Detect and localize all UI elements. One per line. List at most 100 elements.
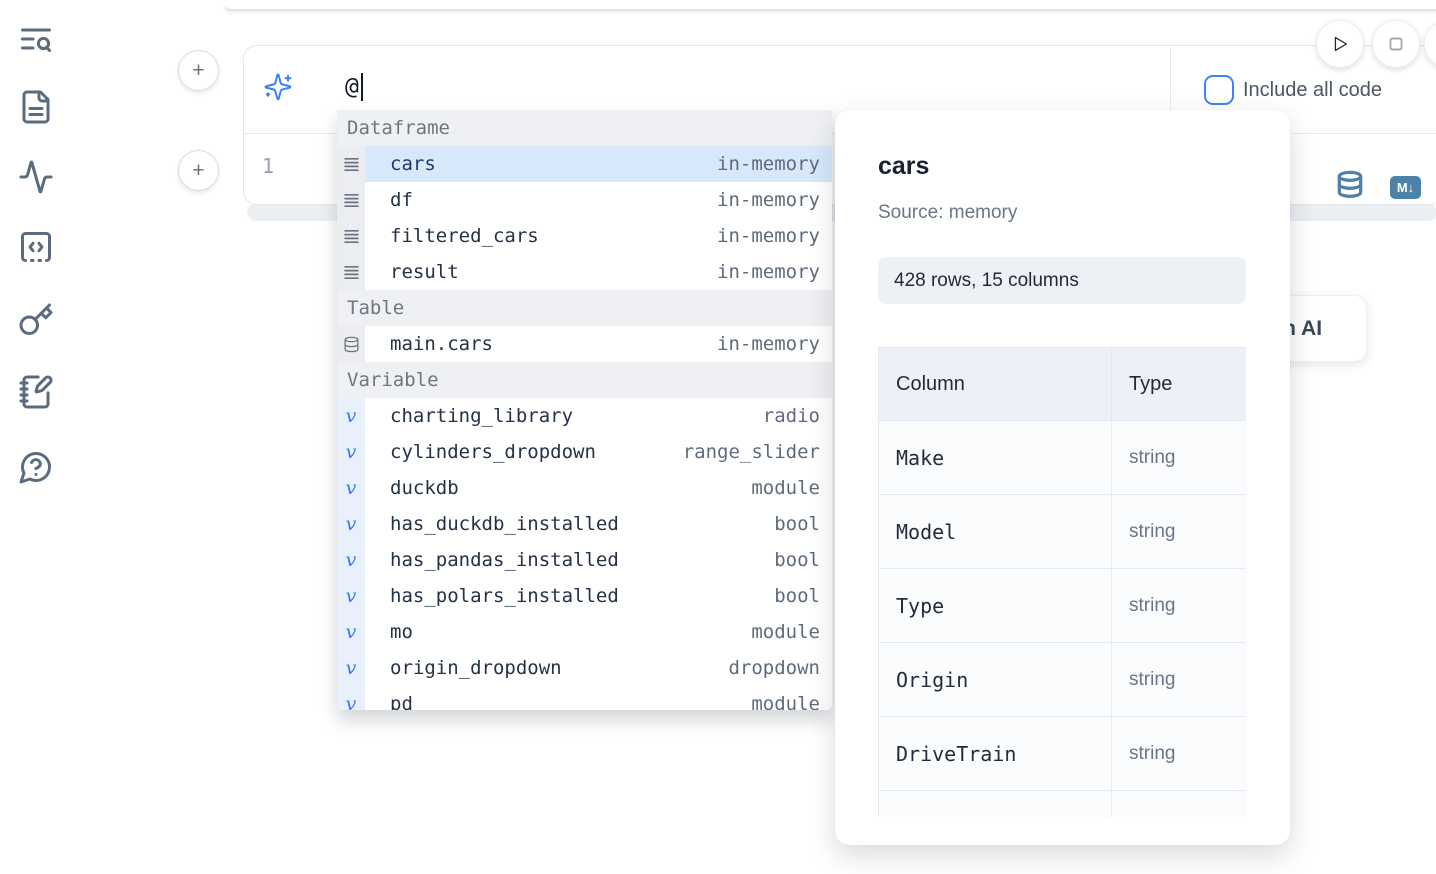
- row-column-count-badge: 428 rows, 15 columns: [878, 257, 1246, 304]
- schema-header-column: Column: [878, 347, 1112, 421]
- dataframe-preview-panel: cars Source: memory 428 rows, 15 columns…: [835, 110, 1290, 845]
- column-type: string: [1111, 716, 1246, 791]
- variable-icon: v: [337, 398, 365, 434]
- column-type: string: [1111, 494, 1246, 569]
- sidebar-item-key[interactable]: [17, 303, 55, 341]
- variable-icon: v: [337, 650, 365, 686]
- column-type: [1111, 790, 1246, 817]
- variable-icon: v: [337, 542, 365, 578]
- help-chat-icon: [18, 449, 54, 490]
- plus-icon: +: [192, 158, 205, 182]
- column-name: Make: [878, 420, 1112, 495]
- sidebar-item-activity[interactable]: [17, 160, 55, 198]
- include-all-code-checkbox[interactable]: [1204, 75, 1234, 105]
- database-icon: [1337, 170, 1363, 198]
- convert-to-markdown-button[interactable]: M↓: [1390, 176, 1421, 199]
- item-name: origin_dropdown: [390, 657, 562, 679]
- notebook-pen-icon: [18, 374, 54, 415]
- autocomplete-section-header: Table: [337, 290, 832, 326]
- text-search-icon: [18, 21, 54, 62]
- variable-icon: v: [337, 506, 365, 542]
- variable-icon: v: [337, 578, 365, 614]
- dataframe-icon: [337, 254, 365, 290]
- item-type: in-memory: [717, 261, 820, 283]
- column-name: Model: [878, 494, 1112, 569]
- autocomplete-section-header: Variable: [337, 362, 832, 398]
- column-name: Origin: [878, 642, 1112, 717]
- item-name: main.cars: [390, 333, 493, 355]
- code-square-icon: [18, 229, 54, 270]
- column-type: string: [1111, 420, 1246, 495]
- item-type: bool: [774, 513, 820, 535]
- item-name: duckdb: [390, 477, 459, 499]
- variable-icon: v: [337, 686, 365, 710]
- item-type: module: [751, 693, 820, 710]
- dataframe-icon: [337, 146, 365, 182]
- column-type: string: [1111, 642, 1246, 717]
- panel-title: cars: [878, 152, 930, 180]
- column-name: Type: [878, 568, 1112, 643]
- ai-input-divider: [1170, 46, 1171, 133]
- sidebar-item-file-text[interactable]: [17, 90, 55, 128]
- item-name: pd: [390, 693, 413, 710]
- variable-icon: v: [337, 614, 365, 650]
- item-type: bool: [774, 585, 820, 607]
- sidebar-item-code-square[interactable]: [17, 230, 55, 268]
- column-type: string: [1111, 568, 1246, 643]
- item-type: radio: [762, 405, 820, 427]
- item-name: filtered_cars: [390, 225, 539, 247]
- add-cell-below-button[interactable]: +: [178, 150, 219, 191]
- add-cell-above-button[interactable]: +: [178, 50, 219, 91]
- plus-icon: +: [192, 58, 205, 82]
- panel-source: Source: memory: [878, 202, 1018, 223]
- sidebar-item-help-chat[interactable]: [17, 450, 55, 488]
- autocomplete-item[interactable]: v cylinders_dropdown range_slider: [337, 434, 832, 470]
- ai-prompt-value: @: [345, 74, 359, 100]
- run-cell-button[interactable]: [1316, 20, 1364, 68]
- variable-icon: v: [337, 434, 365, 470]
- autocomplete-item[interactable]: main.cars in-memory: [337, 326, 832, 362]
- column-name: [878, 790, 1112, 817]
- table-icon: [337, 326, 365, 362]
- autocomplete-item[interactable]: v pd module: [337, 686, 832, 710]
- activity-icon: [18, 159, 54, 200]
- item-type: in-memory: [717, 225, 820, 247]
- item-name: mo: [390, 621, 413, 643]
- item-type: bool: [774, 549, 820, 571]
- item-name: has_polars_installed: [390, 585, 619, 607]
- convert-to-sql-button[interactable]: [1334, 169, 1366, 203]
- item-name: cylinders_dropdown: [390, 441, 596, 463]
- item-type: range_slider: [682, 441, 820, 463]
- autocomplete-item[interactable]: result in-memory: [337, 254, 832, 290]
- autocomplete-item[interactable]: filtered_cars in-memory: [337, 218, 832, 254]
- ai-prompt-input[interactable]: @: [345, 72, 363, 102]
- autocomplete-item[interactable]: v charting_library radio: [337, 398, 832, 434]
- variable-icon: v: [337, 470, 365, 506]
- sidebar-item-text-search[interactable]: [17, 22, 55, 60]
- item-type: dropdown: [728, 657, 820, 679]
- dataframe-icon: [337, 182, 365, 218]
- stop-cell-button[interactable]: [1372, 20, 1420, 68]
- autocomplete-item[interactable]: v origin_dropdown dropdown: [337, 650, 832, 686]
- item-type: in-memory: [717, 333, 820, 355]
- autocomplete-item[interactable]: v has_polars_installed bool: [337, 578, 832, 614]
- stop-icon: [1389, 37, 1403, 51]
- autocomplete-section-header: Dataframe: [337, 110, 832, 146]
- file-text-icon: [18, 89, 54, 130]
- autocomplete-item[interactable]: v has_pandas_installed bool: [337, 542, 832, 578]
- item-name: charting_library: [390, 405, 574, 427]
- item-name: has_pandas_installed: [390, 549, 619, 571]
- item-type: in-memory: [717, 153, 820, 175]
- item-name: result: [390, 261, 459, 283]
- sidebar-item-notebook-pen[interactable]: [17, 374, 55, 415]
- schema-row: [878, 790, 1246, 817]
